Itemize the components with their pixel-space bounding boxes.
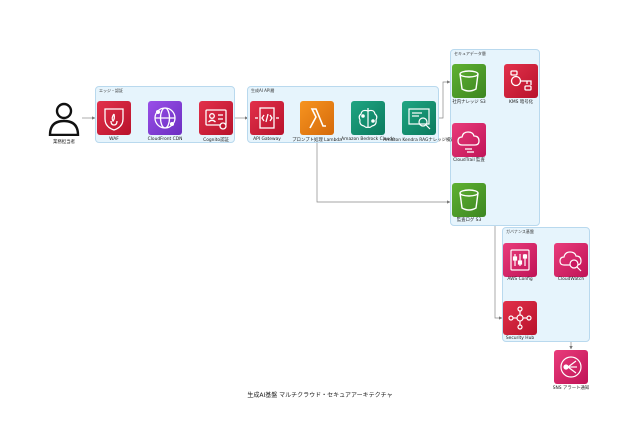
- sns-node[interactable]: [554, 350, 588, 384]
- s3-audit-label: 監査ログ S3: [456, 218, 482, 223]
- api-gateway-node[interactable]: [250, 101, 284, 135]
- waf-icon: [104, 108, 124, 131]
- cloudwatch-icon: [559, 251, 582, 272]
- kendra-search-icon: [408, 108, 431, 130]
- group-label: エッジ・認証: [99, 88, 123, 93]
- security-hub-node[interactable]: [503, 301, 537, 335]
- kms-label: KMS 暗号化: [508, 100, 534, 105]
- bedrock-node[interactable]: [351, 101, 385, 135]
- arrow-lambda-auditlog: [316, 136, 451, 204]
- kendra-label-main: Amazon Kendra RAG: [383, 138, 429, 143]
- bucket-icon: [459, 70, 479, 92]
- cloudfront-label: CloudFront CDN: [147, 137, 183, 142]
- s3-internal-node[interactable]: [452, 64, 486, 98]
- cognito-label: Cognito認証: [203, 138, 229, 143]
- group-label: セキュアデータ層: [454, 51, 486, 56]
- cloud-trail-icon: [457, 131, 480, 153]
- lambda-label: プロンプト処理 Lambda: [292, 138, 342, 143]
- config-icon: [510, 249, 530, 271]
- lambda-icon: [309, 108, 326, 129]
- globe-icon: [154, 107, 176, 129]
- bedrock-brain-icon: [358, 108, 378, 128]
- user-label: 業務担当者: [53, 140, 75, 145]
- kendra-label-suffix: ナレッジ検索: [428, 138, 455, 143]
- s3-audit-node[interactable]: [452, 183, 486, 217]
- config-node[interactable]: [503, 243, 537, 277]
- cloudwatch-node[interactable]: [554, 243, 588, 277]
- cloudtrail-label: CloudTrail 監査: [453, 158, 485, 163]
- lambda-node[interactable]: [300, 101, 334, 135]
- cloudtrail-node[interactable]: [452, 123, 486, 157]
- user-icon: [46, 100, 82, 137]
- bucket-icon: [459, 189, 479, 211]
- group-label: 生成AI API層: [251, 88, 275, 93]
- id-card-icon: [205, 109, 227, 130]
- sns-icon: [560, 356, 582, 378]
- config-label: AWS Config: [507, 277, 533, 282]
- sns-label: SNS アラート通知: [552, 386, 590, 391]
- kms-node[interactable]: [504, 64, 538, 98]
- security-hub-icon: [508, 306, 532, 330]
- s3-internal-label: 社内ナレッジ S3: [452, 100, 486, 105]
- diagram-caption: 生成AI基盤 マルチクラウド・セキュアアーキテクチャ: [247, 392, 393, 399]
- kendra-label: Amazon Kendra RAGナレッジ検索: [383, 137, 455, 143]
- api-gateway-label: API Gateway: [253, 137, 281, 142]
- waf-label: WAF: [109, 137, 119, 142]
- arrow-kendra-s3: [437, 80, 451, 119]
- security-hub-label: Security Hub: [505, 336, 535, 341]
- key-icon: [510, 70, 532, 91]
- group-label: ガバナンス基盤: [506, 229, 534, 234]
- waf-node[interactable]: [97, 101, 131, 135]
- cloudwatch-label: CloudWatch: [557, 277, 585, 282]
- cognito-node[interactable]: [199, 101, 233, 135]
- api-gateway-icon: [255, 107, 279, 129]
- kendra-node[interactable]: [402, 101, 436, 135]
- cloudfront-node[interactable]: [148, 101, 182, 135]
- bedrock-label: Amazon Bedrock Claude: [341, 137, 395, 142]
